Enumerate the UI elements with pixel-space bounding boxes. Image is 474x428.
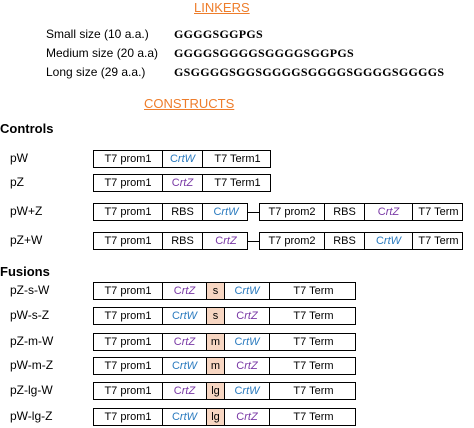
part-t7-prom1: T7 prom1 — [104, 285, 152, 297]
part-t7-prom1: T7 prom1 — [104, 153, 152, 165]
part-t7-prom1: T7 prom1 — [104, 206, 152, 218]
part-rbs: RBS — [162, 233, 202, 249]
part-rbs: RBS — [324, 204, 364, 220]
construct-label-pw-m-z: pW-m-Z — [10, 358, 54, 372]
linker-long-sequence: GSGGGGSGGSGGGGSGGGGSGGGGSGGGGS — [174, 65, 445, 79]
part-t7-term: T7 Term — [269, 308, 357, 324]
part-t7-term: T7 Term — [269, 409, 357, 425]
connector-line — [248, 212, 259, 213]
construct-label-pz-s-w: pZ-s-W — [10, 283, 50, 297]
construct-label-pw-lg-z: pW-lg-Z — [10, 409, 53, 423]
part-t7-term: T7 Term — [269, 358, 357, 374]
construct-label-pw: pW — [10, 151, 28, 165]
linker-small-label: Small size (10 a.a.) — [46, 27, 149, 41]
constructs-heading: CONSTRUCTS — [144, 96, 235, 111]
part-t7-term1: T7 Term1 — [202, 175, 272, 191]
part-t7-prom2: T7 prom2 — [268, 235, 316, 247]
part-t7-term: T7 Term — [269, 334, 357, 350]
part-t7-prom1: T7 prom1 — [104, 385, 152, 397]
construct-label-pz: pZ — [10, 175, 25, 189]
part-t7-prom1: T7 prom1 — [104, 360, 152, 372]
part-s: s — [206, 283, 224, 299]
construct-label-pz-lg-w: pZ-lg-W — [10, 383, 53, 397]
linker-small-sequence: GGGGSGGPGS — [174, 27, 264, 41]
part-m: m — [206, 358, 224, 374]
connector-line — [248, 241, 259, 242]
fusions-title: Fusions — [0, 264, 50, 279]
part-t7-term1: T7 Term1 — [202, 151, 272, 167]
part-t7-prom2: T7 prom2 — [268, 206, 316, 218]
construct-label-pw-s-z: pW-s-Z — [10, 308, 50, 322]
linker-medium-label: Medium size (20 a.a) — [46, 46, 159, 60]
construct-label-pw-plus-z: pW+Z — [10, 204, 43, 218]
part-s: s — [206, 308, 224, 324]
part-t7-prom1: T7 prom1 — [104, 411, 152, 423]
part-lg: lg — [206, 409, 224, 425]
part-t7-term: T7 Term — [412, 233, 464, 249]
construct-label-pz-plus-w: pZ+W — [10, 233, 43, 247]
linker-long-label: Long size (29 a.a.) — [46, 65, 146, 79]
part-t7-prom1: T7 prom1 — [104, 310, 152, 322]
part-t7-term: T7 Term — [269, 283, 357, 299]
construct-label-pz-m-w: pZ-m-W — [10, 334, 54, 348]
part-t7-prom1: T7 prom1 — [104, 177, 152, 189]
part-rbs: RBS — [324, 233, 364, 249]
part-t7-prom1: T7 prom1 — [104, 336, 152, 348]
part-t7-term: T7 Term — [412, 204, 464, 220]
linker-medium-sequence: GGGGSGGGGSGGGGSGGPGS — [174, 46, 355, 60]
part-lg: lg — [206, 383, 224, 399]
part-rbs: RBS — [162, 204, 202, 220]
part-m: m — [206, 334, 224, 350]
controls-title: Controls — [0, 121, 54, 136]
part-t7-term: T7 Term — [269, 383, 357, 399]
part-t7-prom1: T7 prom1 — [104, 235, 152, 247]
linkers-heading: LINKERS — [194, 0, 250, 15]
